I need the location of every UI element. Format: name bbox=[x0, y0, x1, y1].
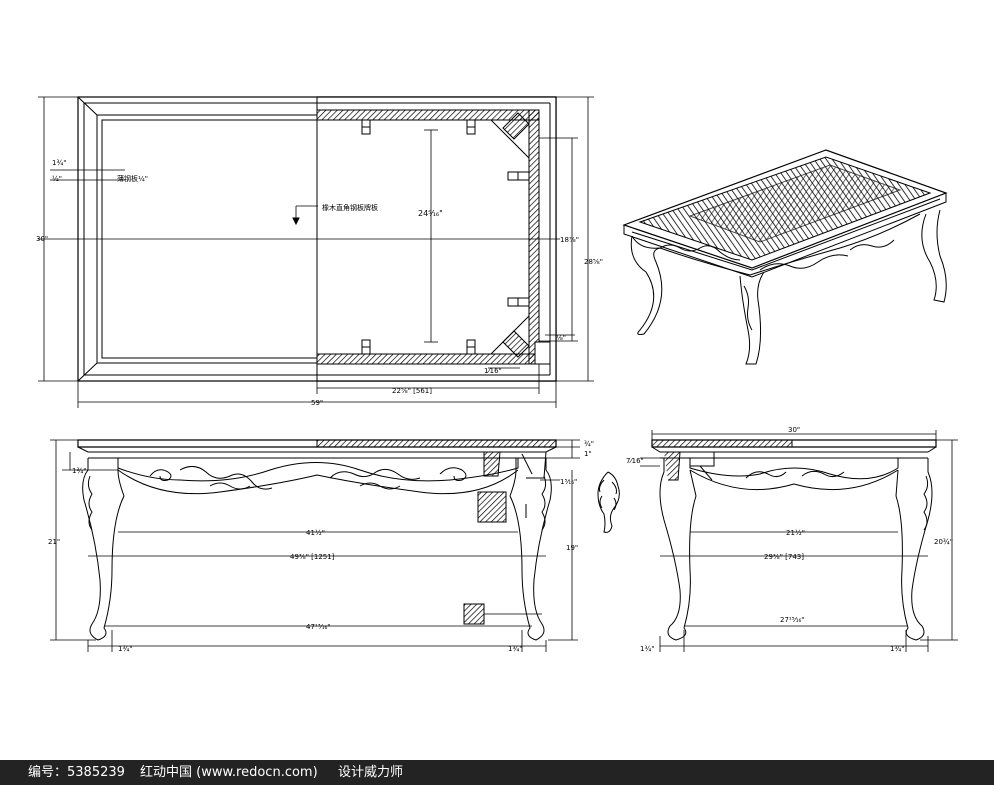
front-foot-width-label: 47¹³⁄₁₆" bbox=[306, 623, 331, 631]
plan-margin-b-label: ½" bbox=[52, 175, 62, 183]
plan-height-label: 30" bbox=[36, 235, 48, 243]
isometric-view bbox=[622, 149, 948, 365]
front-mid-width-label: 49⅜" [1251] bbox=[290, 553, 335, 561]
side-foot-width-label: 27¹⁵⁄₁₆" bbox=[780, 616, 805, 624]
side-mid-width-label: 29⅜" [743] bbox=[764, 553, 804, 561]
front-apron-label: 1¾" bbox=[72, 467, 86, 475]
ornament-detail bbox=[597, 471, 620, 533]
plan-small-a-label: ⅛" bbox=[556, 334, 566, 342]
plan-frame-height-label: 18⅞" bbox=[560, 236, 579, 244]
plan-inner-width-label: 22⅝" [561] bbox=[392, 387, 432, 395]
front-leg-height-label: 19" bbox=[566, 544, 578, 552]
side-top-width-label: 30" bbox=[788, 426, 800, 434]
plan-right-height-label: 28⅝" bbox=[584, 258, 603, 266]
side-inner-width-label: 21½" bbox=[786, 529, 805, 537]
site-text: 红动中国 (www.redocn.com) bbox=[140, 765, 318, 780]
front-height-label: 21" bbox=[48, 538, 60, 546]
plan-view bbox=[38, 96, 594, 408]
side-elevation bbox=[640, 430, 958, 652]
drawing-canvas: 59" 30" 28⅝" 24⁵⁄₁₆" 18⅞" 22⅝" [561] 1¾"… bbox=[36, 96, 958, 653]
plan-small-b-label: 1⁄16" bbox=[484, 367, 502, 375]
image-id-text: 编号：5385239 bbox=[28, 765, 125, 780]
plan-inner-height-label: 24⁵⁄₁₆" bbox=[418, 209, 443, 218]
front-leg-left-label: 1¾" bbox=[118, 645, 132, 653]
plan-note-1: 薄钢板¼" bbox=[117, 174, 148, 183]
side-leg-right-label: 1¾" bbox=[890, 645, 904, 653]
plan-width-label: 59" bbox=[311, 399, 323, 407]
watermark-footer: 编号：5385239 红动中国 (www.redocn.com) 设计威力师 bbox=[0, 760, 994, 785]
front-leg-right-label: 1¾" bbox=[508, 645, 522, 653]
tag-text: 设计威力师 bbox=[338, 765, 404, 780]
front-top-thk2-label: 1" bbox=[584, 450, 592, 458]
front-top-thk-label: ¾" bbox=[584, 440, 594, 448]
plan-note-2: 橡木直角钢板牌板 bbox=[322, 203, 378, 212]
front-small-label: 1⁵⁄₁₆" bbox=[560, 478, 577, 486]
side-height-label: 20¾" bbox=[934, 538, 953, 546]
cad-drawing: 59" 30" 28⅝" 24⁵⁄₁₆" 18⅞" 22⅝" [561] 1¾"… bbox=[36, 96, 958, 653]
front-inner-width-label: 41½" bbox=[306, 529, 325, 537]
plan-margin-a-label: 1¾" bbox=[52, 159, 66, 167]
front-elevation bbox=[50, 439, 580, 652]
side-leg-left-label: 1¾" bbox=[640, 645, 654, 653]
side-top-thk-label: 7⁄16" bbox=[626, 457, 644, 465]
